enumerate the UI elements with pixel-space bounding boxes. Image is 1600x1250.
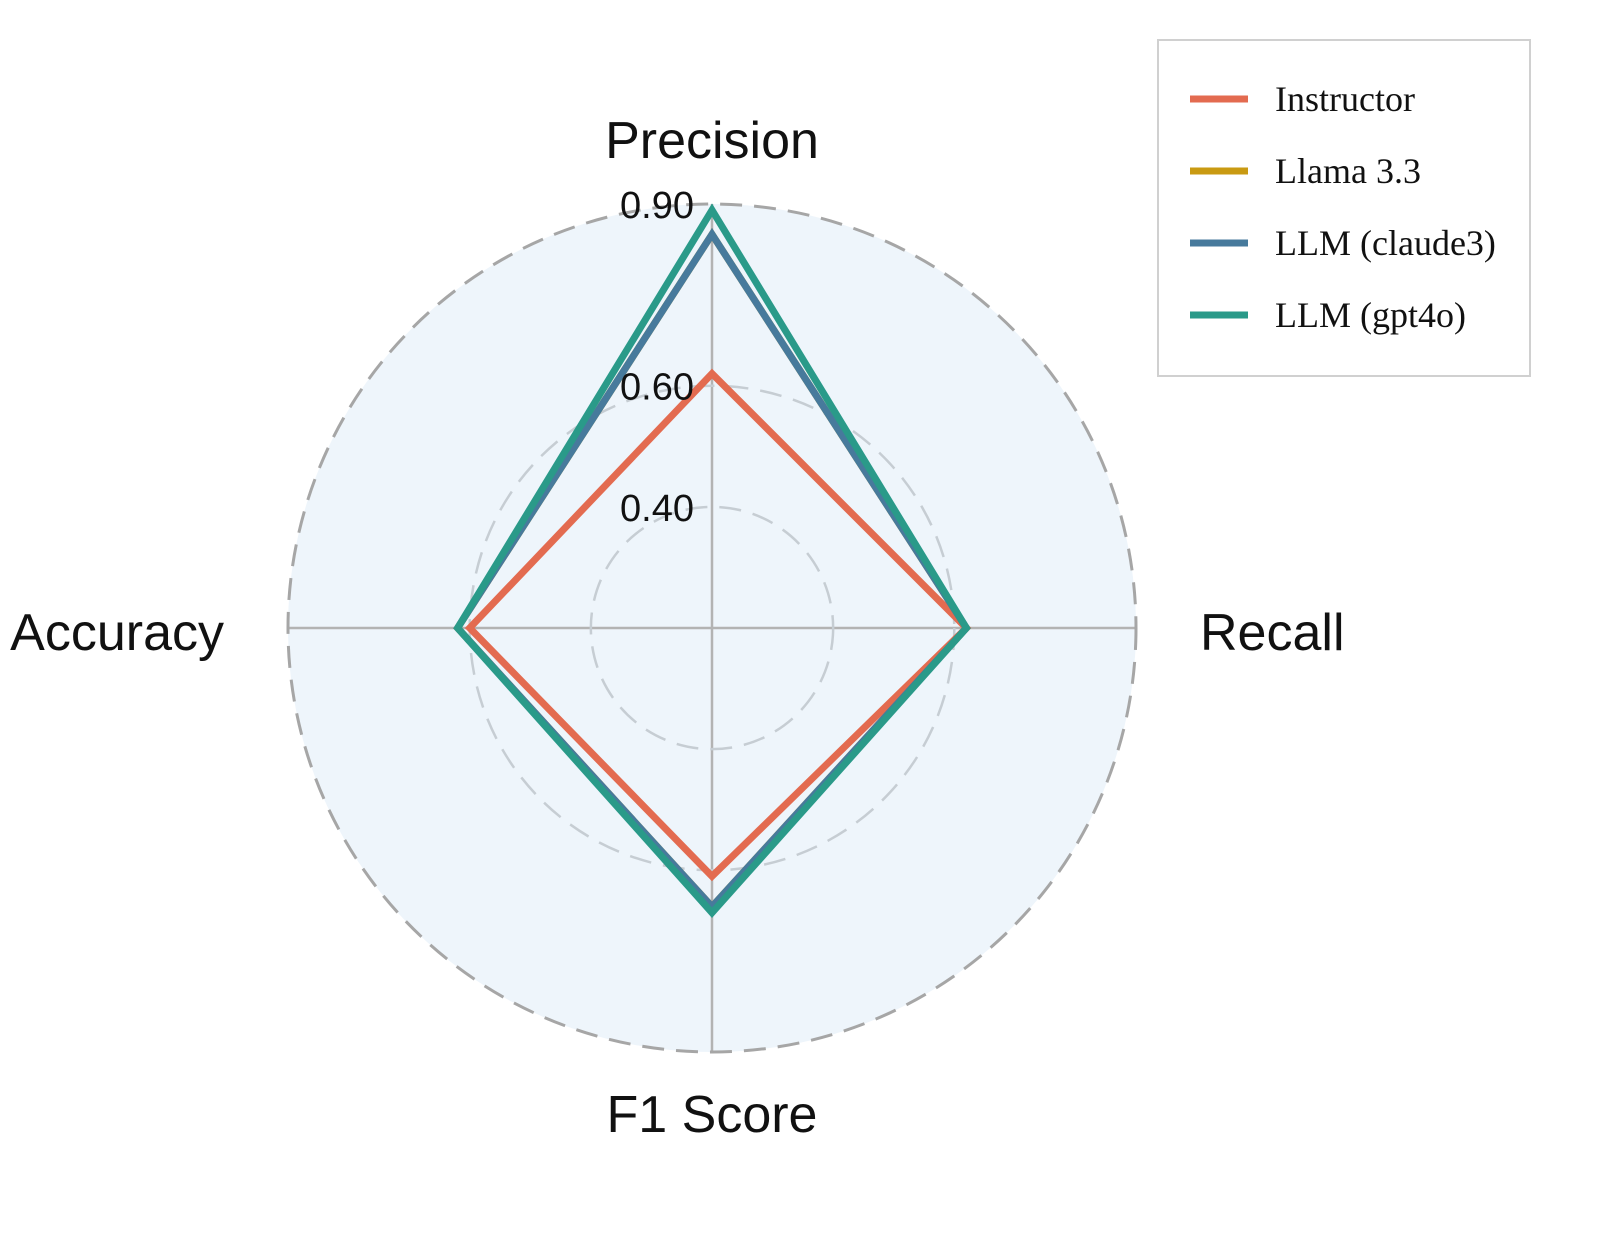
legend-label-2: LLM (claude3): [1275, 223, 1496, 263]
grid-ring-0-40: [589, 505, 835, 751]
series-lines: [453, 203, 972, 918]
legend-box: [1157, 39, 1531, 377]
grid: [286, 202, 1138, 1054]
series-line-llm-claude3: [453, 227, 971, 912]
radial-tick-labels: 0.40 0.60 0.90: [620, 185, 694, 530]
axis-label-accuracy: Accuracy: [10, 604, 224, 662]
legend-label-0: Instructor: [1275, 79, 1415, 119]
tick-label-0-40: 0.40: [620, 488, 694, 530]
series-line-instructor: [464, 368, 972, 882]
tick-label-0-60: 0.60: [620, 367, 694, 409]
axis-label-f1-score: F1 Score: [607, 1086, 818, 1144]
legend-label-1: Llama 3.3: [1275, 151, 1421, 191]
axis-label-precision: Precision: [605, 112, 819, 170]
legend-label-3: LLM (gpt4o): [1275, 295, 1466, 335]
labels: Precision Recall F1 Score Accuracy: [10, 112, 1344, 1144]
axis-label-recall: Recall: [1200, 604, 1345, 662]
grid-ring-0-90: [286, 202, 1138, 1054]
tick-label-0-90: 0.90: [620, 185, 694, 227]
series-line-llm-gpt4o: [453, 203, 971, 918]
